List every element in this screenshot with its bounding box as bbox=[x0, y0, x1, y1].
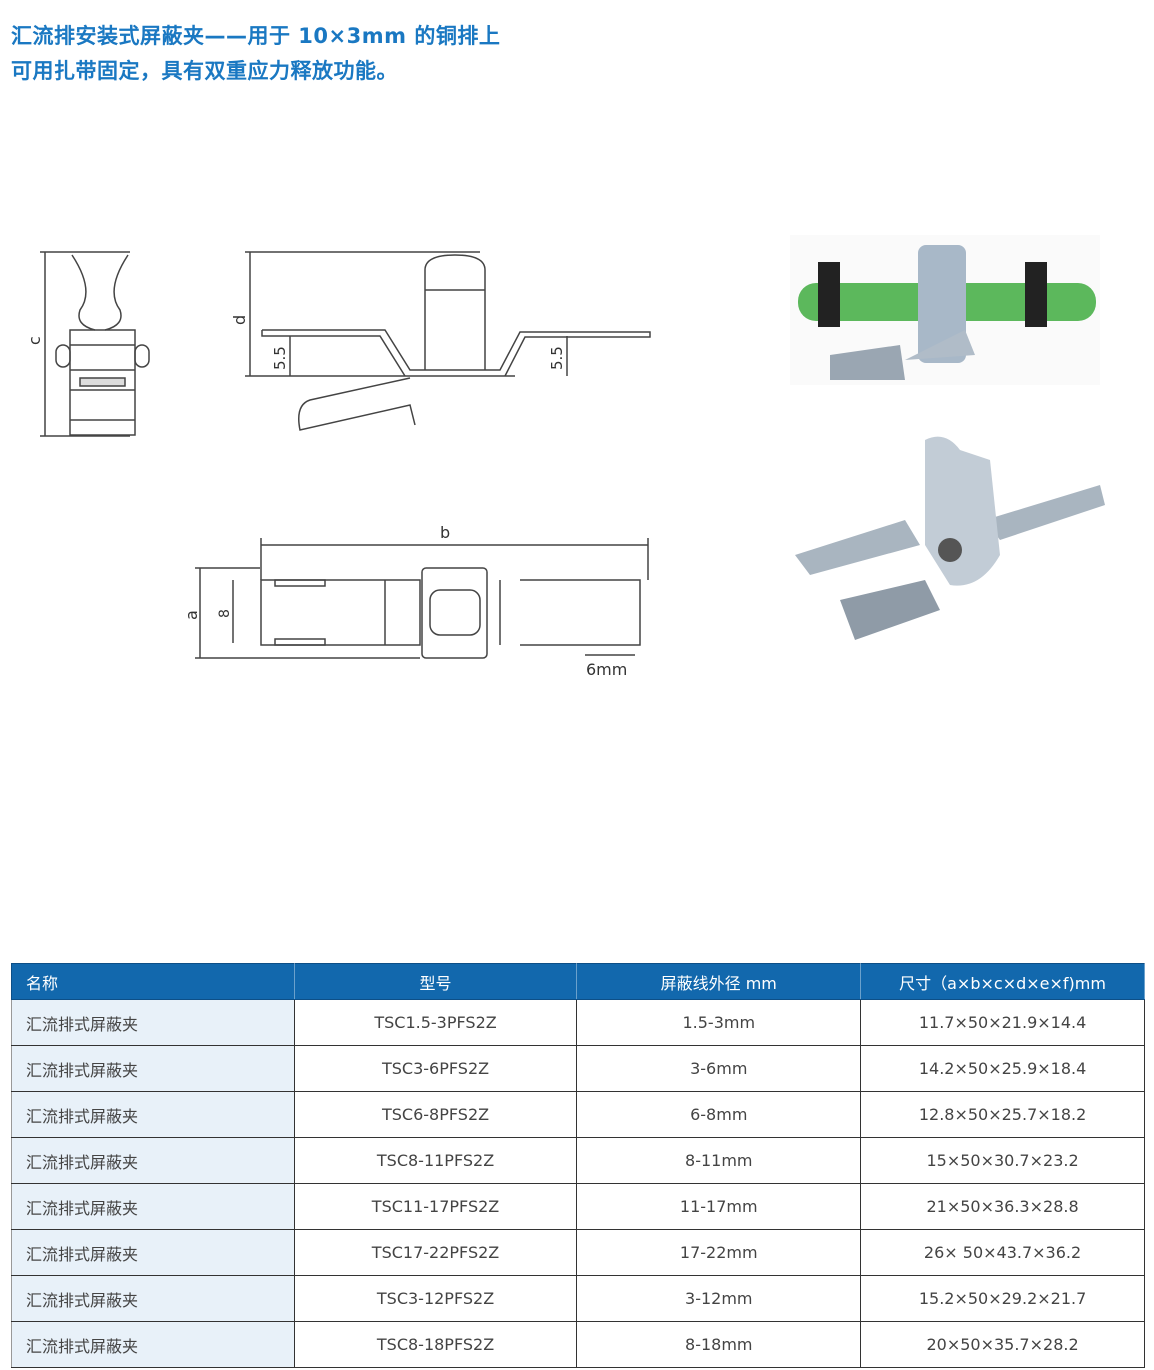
product-photo-clip bbox=[795, 436, 1105, 640]
cell-size: 12.8×50×25.7×18.2 bbox=[860, 1091, 1145, 1138]
dim-8: 8 bbox=[217, 609, 233, 618]
dim-a: a bbox=[182, 610, 201, 620]
title-line-1: 汇流排安装式屏蔽夹——用于 10×3mm 的铜排上 bbox=[11, 24, 501, 48]
cell-name: 汇流排式屏蔽夹 bbox=[11, 1275, 295, 1322]
header-diameter: 屏蔽线外径 mm bbox=[576, 963, 862, 1000]
cell-model: TSC17-22PFS2Z bbox=[293, 1229, 578, 1276]
cell-name: 汇流排式屏蔽夹 bbox=[11, 1321, 295, 1368]
cell-size: 26× 50×43.7×36.2 bbox=[860, 1229, 1145, 1276]
cell-model: TSC11-17PFS2Z bbox=[293, 1183, 578, 1230]
cell-size: 14.2×50×25.9×18.4 bbox=[860, 1045, 1145, 1092]
cell-size: 21×50×36.3×28.8 bbox=[860, 1183, 1145, 1230]
cell-name: 汇流排式屏蔽夹 bbox=[11, 1045, 295, 1092]
spec-table: 名称 型号 屏蔽线外径 mm 尺寸（a×b×c×d×e×f)mm 汇流排式屏蔽夹… bbox=[11, 963, 1145, 1368]
cell-name: 汇流排式屏蔽夹 bbox=[11, 999, 295, 1046]
cell-diameter: 8-18mm bbox=[576, 1321, 862, 1368]
table-header-row: 名称 型号 屏蔽线外径 mm 尺寸（a×b×c×d×e×f)mm bbox=[11, 963, 1145, 1000]
dim-6mm: 6mm bbox=[586, 660, 627, 679]
header-name: 名称 bbox=[11, 963, 295, 1000]
cell-model: TSC8-11PFS2Z bbox=[293, 1137, 578, 1184]
dim-5-5-right: 5.5 bbox=[548, 346, 566, 370]
cell-model: TSC8-18PFS2Z bbox=[293, 1321, 578, 1368]
cell-model: TSC3-6PFS2Z bbox=[293, 1045, 578, 1092]
dim-5-5-left: 5.5 bbox=[271, 346, 289, 370]
technical-drawing: c d 5.5 5.5 b a 8 6mm bbox=[25, 235, 1105, 679]
top-view-drawing: b a 8 6mm bbox=[182, 523, 649, 679]
cell-diameter: 3-12mm bbox=[576, 1275, 862, 1322]
cell-diameter: 6-8mm bbox=[576, 1091, 862, 1138]
header-size: 尺寸（a×b×c×d×e×f)mm bbox=[860, 963, 1145, 1000]
cell-name: 汇流排式屏蔽夹 bbox=[11, 1091, 295, 1138]
cell-name: 汇流排式屏蔽夹 bbox=[11, 1137, 295, 1184]
product-photo-with-cable bbox=[790, 235, 1100, 385]
dim-c: c bbox=[25, 336, 44, 345]
header-model: 型号 bbox=[293, 963, 578, 1000]
cell-diameter: 11-17mm bbox=[576, 1183, 862, 1230]
cell-diameter: 1.5-3mm bbox=[576, 999, 862, 1046]
cell-diameter: 3-6mm bbox=[576, 1045, 862, 1092]
cell-size: 11.7×50×21.9×14.4 bbox=[860, 999, 1145, 1046]
cell-name: 汇流排式屏蔽夹 bbox=[11, 1229, 295, 1276]
cell-size: 15.2×50×29.2×21.7 bbox=[860, 1275, 1145, 1322]
cell-size: 15×50×30.7×23.2 bbox=[860, 1137, 1145, 1184]
title-line-2: 可用扎带固定，具有双重应力释放功能。 bbox=[11, 59, 398, 83]
cell-model: TSC1.5-3PFS2Z bbox=[293, 999, 578, 1046]
cell-diameter: 17-22mm bbox=[576, 1229, 862, 1276]
cell-name: 汇流排式屏蔽夹 bbox=[11, 1183, 295, 1230]
front-view-drawing: d 5.5 5.5 bbox=[230, 251, 651, 431]
cell-model: TSC3-12PFS2Z bbox=[293, 1275, 578, 1322]
cell-size: 20×50×35.7×28.2 bbox=[860, 1321, 1145, 1368]
cell-model: TSC6-8PFS2Z bbox=[293, 1091, 578, 1138]
cell-diameter: 8-11mm bbox=[576, 1137, 862, 1184]
dim-b: b bbox=[440, 523, 450, 542]
dim-d: d bbox=[230, 315, 249, 325]
side-view-drawing: c bbox=[25, 251, 150, 437]
